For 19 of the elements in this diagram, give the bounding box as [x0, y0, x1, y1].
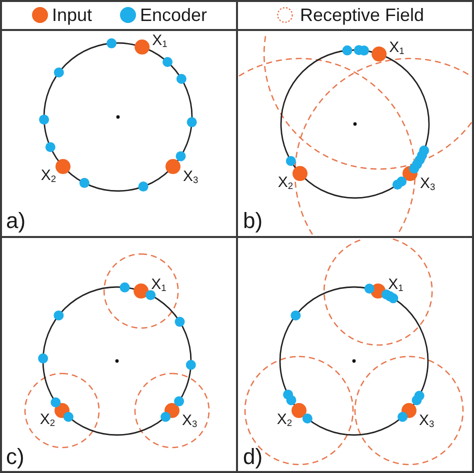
panel-letter: b)	[243, 210, 263, 232]
variable-label: X$_{1}$	[388, 277, 404, 292]
panel-letter: a)	[6, 210, 26, 232]
variable-label: X$_{3}$	[182, 412, 198, 428]
variable-label: X$_{1}$	[389, 40, 404, 56]
variable-label: X$_{1}$	[152, 33, 168, 48]
variable-label: X$_{3}$	[420, 176, 436, 191]
variable-label: X$_{3}$	[418, 412, 434, 428]
legend-label: Receptive Field	[300, 6, 424, 24]
variable-label: X$_{1}$	[151, 277, 166, 292]
panel-letter: d)	[243, 446, 263, 468]
legend-label: Input	[52, 6, 92, 24]
legend-label: Encoder	[140, 6, 208, 24]
variable-label: X$_{2}$	[278, 174, 294, 190]
variable-label: X$_{2}$	[40, 168, 56, 183]
variable-label: X$_{2}$	[40, 412, 56, 427]
variable-label: X$_{2}$	[276, 412, 292, 427]
panel-letter: c)	[6, 446, 24, 468]
variable-label: X$_{3}$	[182, 168, 198, 184]
